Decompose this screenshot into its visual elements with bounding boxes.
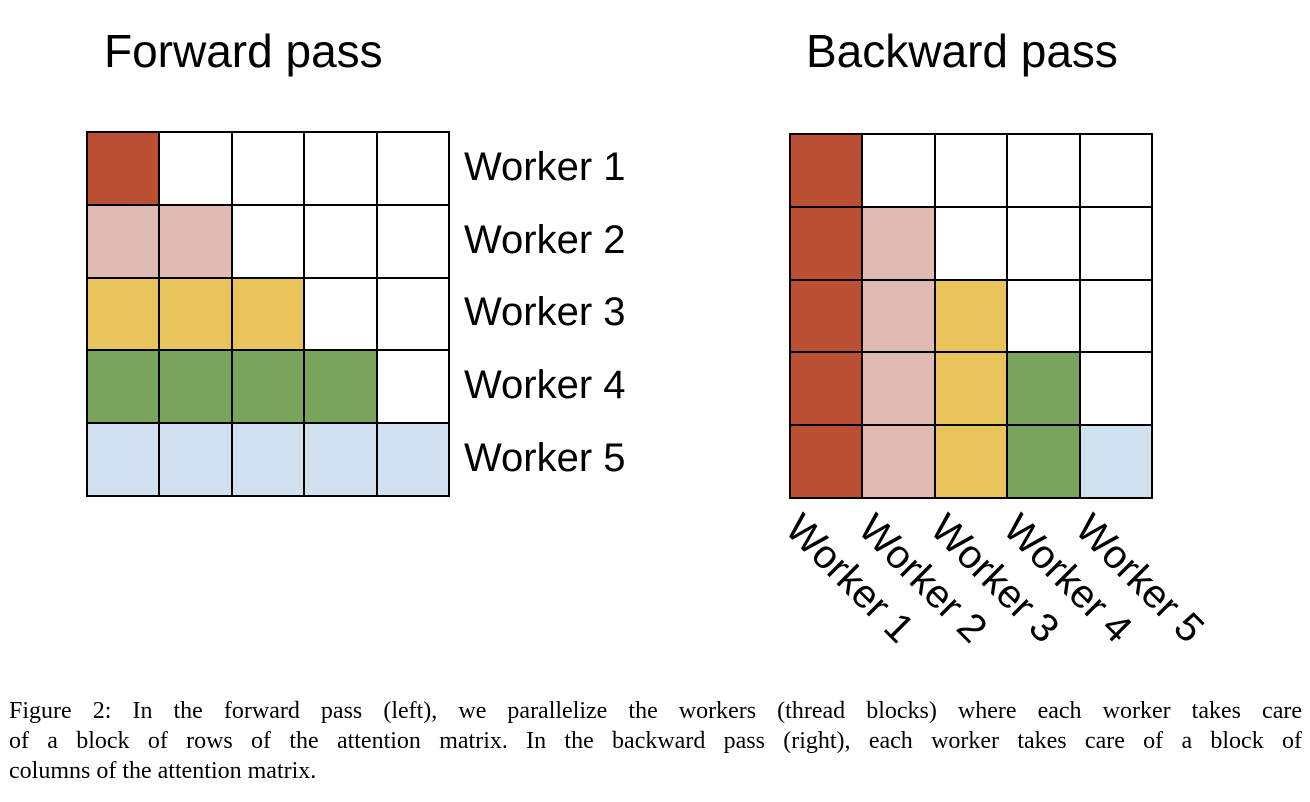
worker-5-cell	[87, 423, 160, 496]
forward-worker-label: Worker 2	[464, 217, 626, 262]
worker-4-cell	[231, 350, 305, 424]
forward-worker-label: Worker 4	[464, 363, 626, 408]
worker-5-cell	[159, 423, 232, 496]
empty-cell	[376, 277, 449, 351]
empty-cell	[1079, 279, 1152, 353]
figure-caption-line: Figure 2: In the forward pass (left), we…	[9, 698, 1302, 724]
forward-worker-label: Worker 1	[464, 144, 626, 189]
worker-1-cell	[790, 134, 863, 207]
empty-cell	[376, 204, 449, 278]
worker-5-cell	[231, 423, 305, 496]
empty-cell	[1079, 352, 1152, 426]
worker-3-cell	[934, 352, 1008, 426]
worker-4-cell	[159, 350, 232, 424]
worker-1-cell	[790, 425, 863, 498]
worker-4-cell	[1007, 425, 1080, 498]
worker-4-cell	[1007, 352, 1080, 426]
worker-2-cell	[159, 204, 232, 278]
empty-cell	[1079, 134, 1152, 207]
worker-3-cell	[231, 277, 305, 351]
worker-5-cell	[1079, 425, 1152, 498]
worker-1-cell	[87, 132, 160, 205]
worker-4-cell	[87, 350, 160, 424]
worker-1-cell	[790, 352, 863, 426]
forward-attention-grid	[86, 131, 450, 497]
empty-cell	[376, 350, 449, 424]
empty-cell	[376, 132, 449, 205]
worker-5-cell	[376, 423, 449, 496]
figure-caption: Figure 2: In the forward pass (left), we…	[9, 696, 1302, 786]
empty-cell	[1079, 206, 1152, 280]
empty-cell	[231, 132, 305, 205]
empty-cell	[1007, 206, 1080, 280]
empty-cell	[159, 132, 232, 205]
worker-3-cell	[934, 279, 1008, 353]
worker-2-cell	[862, 352, 935, 426]
worker-4-cell	[304, 350, 377, 424]
empty-cell	[1007, 134, 1080, 207]
worker-3-cell	[934, 425, 1008, 498]
forward-pass-title: Forward pass	[104, 25, 383, 77]
empty-cell	[304, 204, 377, 278]
empty-cell	[934, 134, 1008, 207]
backward-pass-title: Backward pass	[806, 25, 1118, 77]
worker-2-cell	[862, 206, 935, 280]
empty-cell	[1007, 279, 1080, 353]
worker-1-cell	[790, 279, 863, 353]
empty-cell	[934, 206, 1008, 280]
worker-1-cell	[790, 206, 863, 280]
forward-worker-label: Worker 5	[464, 436, 626, 481]
backward-attention-grid	[789, 133, 1153, 499]
empty-cell	[231, 204, 305, 278]
worker-2-cell	[862, 279, 935, 353]
worker-3-cell	[87, 277, 160, 351]
worker-5-cell	[304, 423, 377, 496]
worker-3-cell	[159, 277, 232, 351]
forward-worker-label: Worker 3	[464, 290, 626, 335]
empty-cell	[304, 277, 377, 351]
empty-cell	[304, 132, 377, 205]
figure-caption-line: of a block of rows of the attention matr…	[9, 728, 1302, 754]
worker-2-cell	[87, 204, 160, 278]
worker-2-cell	[862, 425, 935, 498]
empty-cell	[862, 134, 935, 207]
figure-caption-line: columns of the attention matrix.	[9, 758, 317, 784]
